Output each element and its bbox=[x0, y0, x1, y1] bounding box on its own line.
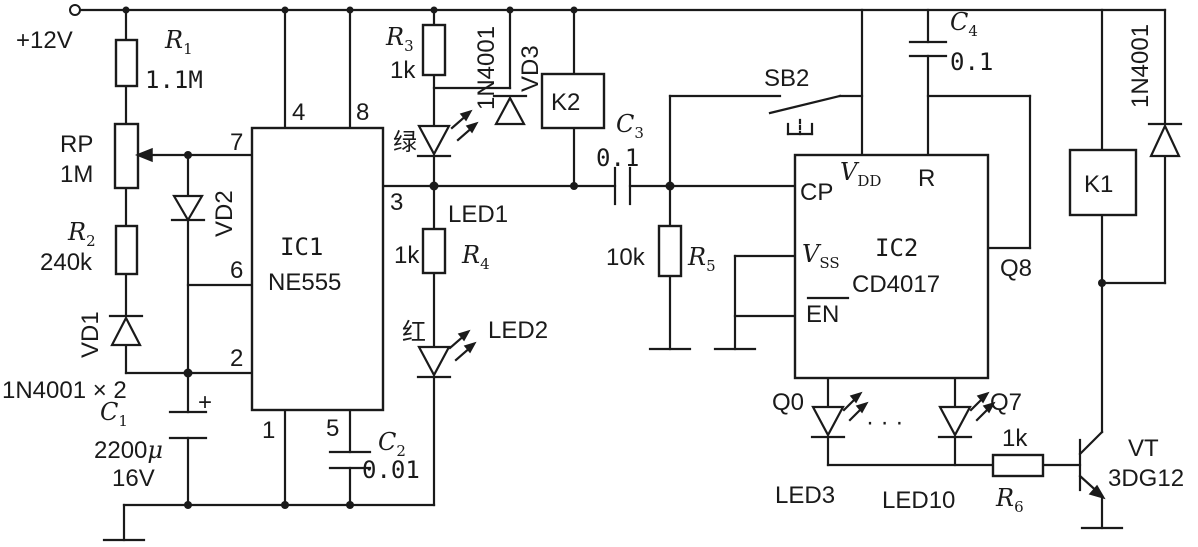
ic2-label-line1: IC2 bbox=[875, 234, 918, 262]
vd2-diode bbox=[170, 194, 206, 223]
vt-part: 3DG12 bbox=[1108, 465, 1184, 492]
k2-label: K2 bbox=[551, 89, 580, 116]
ic2-q8: Q8 bbox=[1000, 255, 1032, 282]
vd3-part: 1N4001 bbox=[473, 26, 500, 110]
c1-voltage: 16V bbox=[112, 465, 155, 492]
r2-value: 240k bbox=[40, 249, 93, 276]
ic2-vdd: VDD bbox=[840, 158, 881, 190]
ic1-label-line2: NE555 bbox=[268, 269, 341, 296]
r3-value: 1k bbox=[390, 57, 416, 84]
vd1-label: VD1 bbox=[77, 311, 104, 358]
ic2-cp: CP bbox=[800, 179, 833, 206]
vd3-label: VD3 bbox=[517, 45, 544, 92]
vd2-label: VD2 bbox=[211, 190, 238, 237]
ic2-r: R bbox=[918, 165, 935, 192]
ic1-pin6: 6 bbox=[230, 257, 243, 284]
ic1-label-line1: IC1 bbox=[280, 233, 323, 261]
vd3-diode bbox=[492, 94, 528, 126]
rp-name: RP bbox=[60, 131, 93, 158]
ic1-pin1: 1 bbox=[262, 417, 275, 444]
k1-label: K1 bbox=[1084, 171, 1113, 198]
c1-capacitor bbox=[168, 410, 208, 440]
led1-green-led bbox=[416, 109, 479, 158]
vd1-diode bbox=[108, 314, 144, 347]
r3-name: R3 bbox=[385, 23, 414, 55]
junctions bbox=[122, 6, 1106, 509]
wires bbox=[78, 8, 1167, 542]
r1-resistor bbox=[114, 38, 139, 88]
k1-flyback-diode bbox=[1147, 122, 1183, 158]
c4-value: 0.1 bbox=[950, 48, 993, 76]
ic1-pin4: 4 bbox=[292, 99, 305, 126]
c3-name: C3 bbox=[616, 110, 644, 142]
k1-diode-label: 1N4001 bbox=[1127, 24, 1154, 108]
sb2-label: SB2 bbox=[764, 65, 809, 92]
k2-relay bbox=[540, 72, 606, 130]
vt-label: VT bbox=[1128, 435, 1159, 462]
r1-value: 1.1M bbox=[145, 66, 203, 94]
ellipsis: · · · bbox=[866, 409, 903, 436]
r2-resistor bbox=[114, 224, 139, 276]
c4-name: C4 bbox=[950, 8, 978, 40]
ic1-pin7: 7 bbox=[230, 129, 243, 156]
led10-led bbox=[937, 391, 996, 439]
c3-value: 0.1 bbox=[596, 144, 639, 172]
ic2-en: EN bbox=[806, 301, 839, 328]
c2-name: C2 bbox=[378, 428, 406, 460]
sb2-switch bbox=[768, 94, 842, 136]
q0-label: Q0 bbox=[772, 389, 804, 416]
rp-value: 1M bbox=[60, 161, 93, 188]
r4-name: R4 bbox=[461, 241, 490, 273]
ic1-ne555 bbox=[250, 126, 385, 412]
led3-led bbox=[810, 391, 869, 439]
led2-color: 红 bbox=[402, 319, 426, 346]
ic1-pin5: 5 bbox=[326, 415, 339, 442]
supply-terminal bbox=[69, 4, 81, 16]
r6-value: 1k bbox=[1002, 425, 1028, 452]
r5-name: R5 bbox=[687, 243, 716, 275]
diode-note: 1N4001 × 2 bbox=[2, 377, 127, 404]
supply-label: +12V bbox=[16, 27, 73, 54]
led3-label: LED3 bbox=[775, 482, 835, 509]
led2-red-led bbox=[416, 329, 477, 379]
led1-color: 绿 bbox=[393, 129, 417, 156]
c1-polarity: + bbox=[198, 389, 212, 416]
led1-label: LED1 bbox=[448, 201, 508, 228]
ic2-cd4017 bbox=[793, 153, 990, 380]
c1-value: 2200μ bbox=[94, 436, 163, 464]
led2-label: LED2 bbox=[488, 317, 548, 344]
r1-name: R1 bbox=[164, 26, 193, 58]
r3-resistor bbox=[421, 23, 447, 77]
ic1-pin8: 8 bbox=[356, 99, 369, 126]
c4-capacitor bbox=[908, 40, 948, 58]
led10-label: LED10 bbox=[882, 487, 955, 514]
ic1-pin2: 2 bbox=[230, 345, 243, 372]
ic2-label-line2: CD4017 bbox=[852, 271, 940, 298]
q7-label: Q7 bbox=[990, 389, 1022, 416]
c2-capacitor bbox=[328, 450, 372, 470]
r4-value: 1k bbox=[394, 242, 420, 269]
r5-resistor bbox=[657, 224, 683, 278]
rp-wiper-arrow bbox=[134, 147, 153, 163]
ic2-vss: VSS bbox=[802, 240, 840, 272]
r4-resistor bbox=[421, 227, 447, 275]
ic1-pin3: 3 bbox=[390, 189, 403, 216]
r6-resistor bbox=[991, 453, 1045, 478]
r6-name: R6 bbox=[995, 484, 1024, 516]
r2-name: R2 bbox=[67, 218, 96, 250]
vt-transistor bbox=[1078, 430, 1106, 500]
k1-relay bbox=[1068, 148, 1138, 217]
r5-value: 10k bbox=[606, 244, 646, 271]
rp-potentiometer bbox=[113, 122, 140, 190]
c2-value: 0.01 bbox=[362, 456, 420, 484]
c3-capacitor bbox=[613, 166, 632, 206]
c1-name: C1 bbox=[100, 398, 128, 430]
